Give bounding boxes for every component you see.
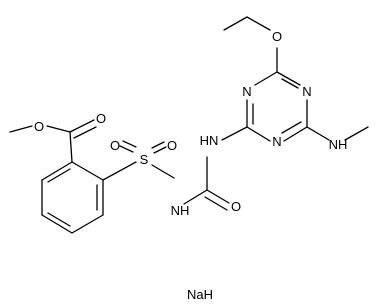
atom-methylamino-nh: NH bbox=[329, 137, 348, 152]
bond-s-o-right-1 bbox=[151, 141, 165, 149]
bond-ring-6 bbox=[41, 161, 73, 181]
bond-urea-o-1 bbox=[206, 189, 230, 204]
atom-triazine-n-top-left: N bbox=[242, 84, 251, 99]
bond-hn-triazine bbox=[221, 126, 248, 141]
atom-urea-hn: HN bbox=[200, 133, 219, 148]
atom-carbonyl-oxygen: O bbox=[96, 111, 106, 126]
bond-s-o-left-2 bbox=[122, 140, 137, 148]
bond-tri-nh bbox=[306, 126, 330, 141]
bond-tri-4 bbox=[276, 71, 301, 86]
bond-ring-3 bbox=[71, 214, 104, 234]
bond-ring-s bbox=[102, 161, 137, 181]
atom-sulfonamide-nh: NH bbox=[171, 203, 190, 218]
bond-s-nh bbox=[151, 164, 175, 179]
bond-ch2-ch3 bbox=[223, 16, 248, 31]
bond-nh-methyl bbox=[344, 126, 369, 141]
bond-tri-1 bbox=[246, 126, 271, 142]
atom-sulfonyl-oxygen-right: O bbox=[167, 138, 177, 153]
bond-o-carbonyl bbox=[46, 125, 71, 133]
atom-ester-oxygen: O bbox=[34, 119, 44, 134]
bond-carbonyl-o-2 bbox=[73, 126, 97, 139]
bond-urea-o-2 bbox=[204, 196, 228, 211]
bond-carbonyl-ring bbox=[69, 131, 73, 163]
bond-ring-double-3 bbox=[47, 168, 71, 183]
bond-tri-2 bbox=[283, 126, 308, 142]
bond-carbonyl-o-1 bbox=[69, 119, 95, 133]
atom-triazine-n-bottom: N bbox=[272, 134, 281, 149]
counterion-label: NaH bbox=[187, 287, 213, 302]
atom-urea-oxygen: O bbox=[231, 199, 241, 214]
bond-ring-double-2 bbox=[47, 212, 71, 227]
atom-sulfonyl-oxygen-left: O bbox=[110, 138, 120, 153]
bond-methyl-o bbox=[9, 125, 33, 133]
bond-s-o-right-2 bbox=[153, 146, 167, 154]
atom-ethoxy-oxygen: O bbox=[272, 29, 282, 44]
bond-nh-urea bbox=[183, 189, 208, 205]
bond-tri-double-3 bbox=[281, 78, 299, 89]
bond-s-o-left-1 bbox=[119, 145, 134, 153]
bond-lines bbox=[9, 16, 369, 234]
atom-labels: O O O S O O NH HN O N N N NH bbox=[34, 29, 347, 218]
bond-tri-5 bbox=[254, 71, 278, 86]
bond-ring-4 bbox=[41, 214, 73, 234]
bond-ring-1 bbox=[71, 161, 104, 181]
bond-tri-double-2 bbox=[281, 121, 302, 134]
bond-o-ch2 bbox=[246, 16, 271, 31]
atom-triazine-n-top-right: N bbox=[302, 84, 311, 99]
atom-sulfur: S bbox=[140, 152, 149, 167]
